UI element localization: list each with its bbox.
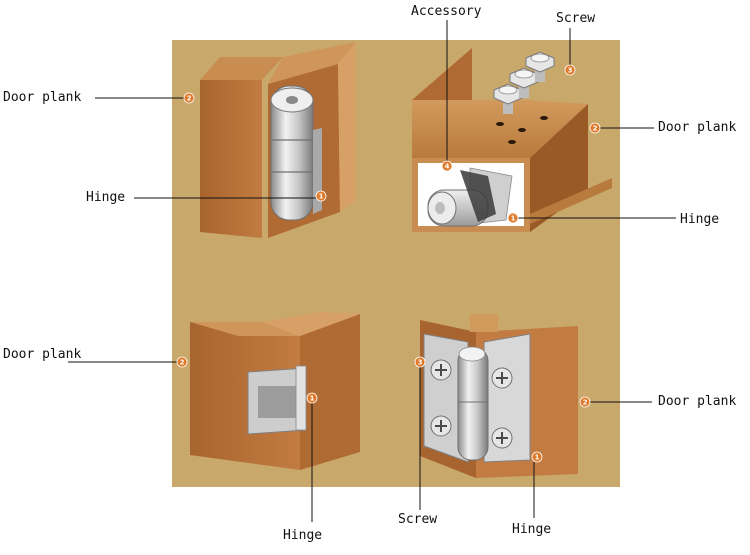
badge-number: 1 (535, 454, 540, 462)
badge-hinge-br: 1 (531, 451, 543, 463)
door-plank-left-top (200, 57, 283, 80)
leader-lines (68, 20, 676, 522)
door-plank-top (190, 322, 300, 336)
label-hinge-bottom-right: Hinge (512, 522, 552, 537)
hinge-assembly-top-right (412, 48, 612, 232)
badge-number: 3 (418, 359, 423, 367)
badge-number: 2 (583, 399, 588, 407)
door-plank-ledge (530, 178, 612, 224)
flat-hinge-knuckle (295, 365, 307, 431)
phillips-screw (491, 367, 513, 389)
hinge-pin-hole (286, 96, 298, 104)
label-hinge-bottom-left: Hinge (283, 528, 323, 543)
phillips-screw (491, 427, 513, 449)
door-plank-top (470, 314, 498, 332)
screw-hole (508, 140, 516, 144)
screw-hole (518, 128, 526, 132)
door-plank-right-top (268, 42, 356, 84)
phillips-screw (430, 359, 452, 381)
label-hinge-top-left: Hinge (86, 190, 126, 205)
badge-number: 2 (180, 359, 185, 367)
screw-group (493, 51, 555, 114)
door-plank-right-edge (338, 42, 356, 212)
door-plank-right-face (300, 314, 360, 470)
hinge-knuckle-top (458, 346, 486, 362)
door-plank-top-face (412, 100, 588, 158)
label-door-plank-bottom-left: Door plank (3, 347, 82, 362)
label-door-plank-top-right: Door plank (658, 120, 737, 135)
badge-number: 4 (445, 163, 450, 171)
badge-number: 2 (593, 125, 598, 133)
label-screw-top: Screw (556, 11, 596, 26)
badge-screw-bottom: 3 (414, 356, 426, 368)
channel-hinge-dark (460, 170, 496, 222)
screw-hole (540, 116, 548, 120)
badge-hinge-bl: 1 (306, 392, 318, 404)
flat-hinge-recess (258, 386, 298, 418)
screw (525, 51, 555, 82)
badge-number: 1 (511, 215, 516, 223)
channel-hinge-pin (435, 202, 445, 214)
badge-number: 1 (310, 395, 315, 403)
hinge-knuckle (457, 347, 489, 461)
badge-screw-top: 3 (564, 64, 576, 76)
label-door-plank-top-left: Door plank (3, 90, 82, 105)
screw-hole (496, 122, 504, 126)
badge-hinge-tl: 1 (315, 190, 327, 202)
label-door-plank-bottom-right: Door plank (658, 394, 737, 409)
badge-accessory: 4 (441, 160, 453, 172)
label-hinge-top-right: Hinge (680, 212, 720, 227)
label-accessory: Accessory (411, 4, 482, 19)
hinge-assembly-bottom-right (420, 314, 578, 478)
label-screw-bottom: Screw (398, 512, 438, 527)
hinge-assembly-top-left (200, 42, 356, 238)
badge-number: 1 (319, 193, 324, 201)
phillips-screw (430, 415, 452, 437)
badge-hinge-tr: 1 (507, 212, 519, 224)
door-plank-left-face (190, 322, 300, 470)
badge-number: 2 (187, 95, 192, 103)
badge-door-plank-br: 2 (579, 396, 591, 408)
badge-number: 3 (568, 67, 573, 75)
door-plank-left-face (200, 80, 262, 238)
badge-door-plank-tl: 2 (183, 92, 195, 104)
door-plank-right-top (262, 312, 360, 336)
badge-door-plank-tr: 2 (589, 122, 601, 134)
badge-door-plank-bl: 2 (176, 356, 188, 368)
hinge-assembly-bottom-left (190, 312, 360, 470)
screw (509, 67, 539, 98)
